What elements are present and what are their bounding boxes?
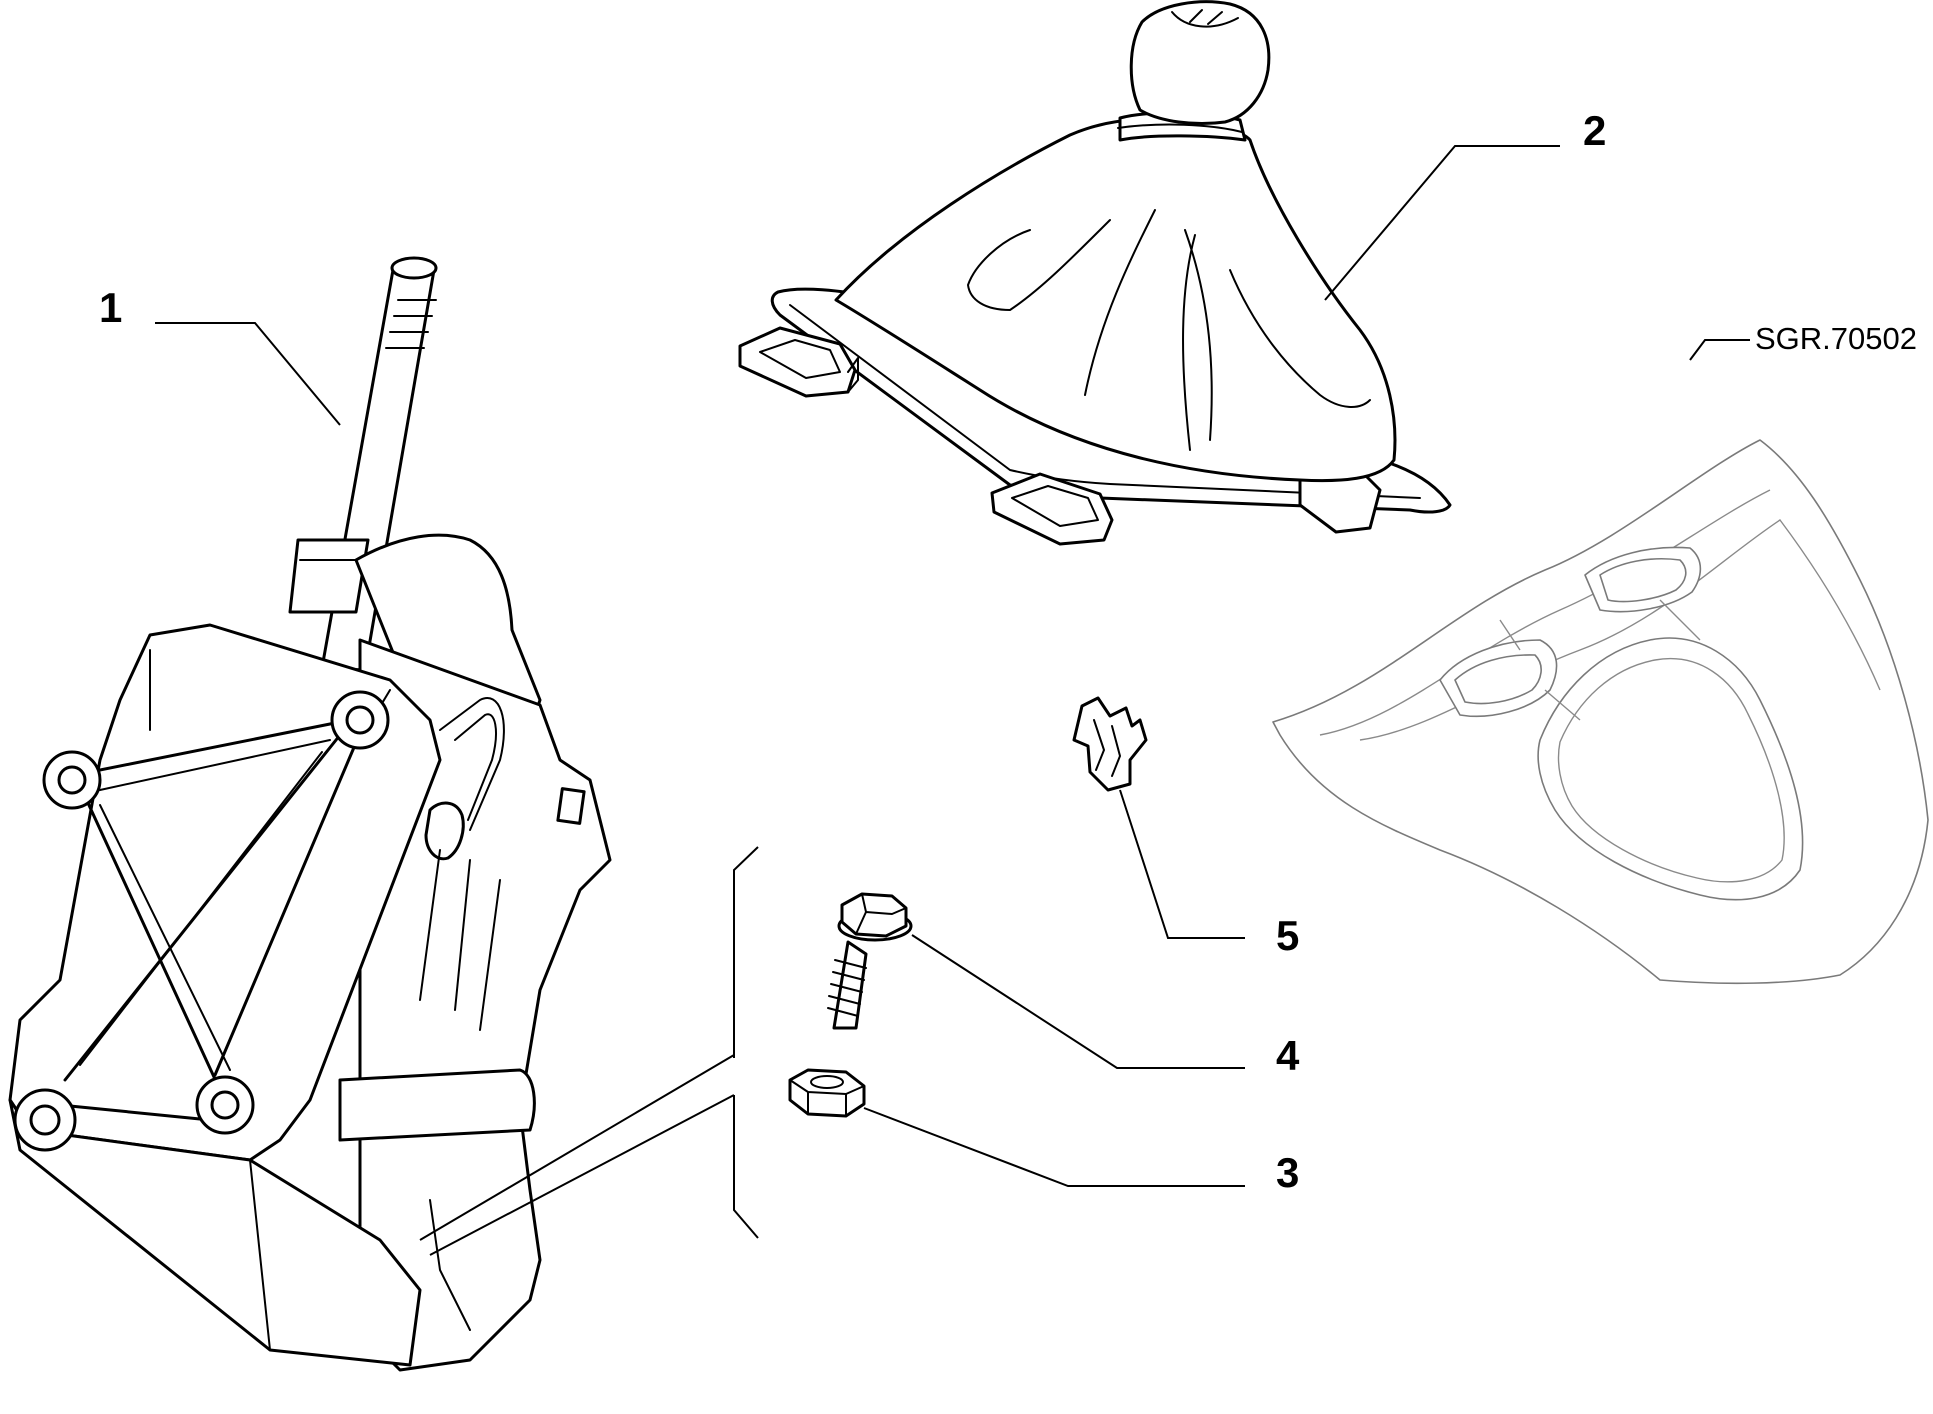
flange-bolt-icon bbox=[827, 892, 913, 1030]
leader-line-5 bbox=[1119, 789, 1245, 939]
leader-line-1 bbox=[155, 322, 341, 426]
leader-line-3 bbox=[863, 1107, 1245, 1187]
leader-line-4 bbox=[911, 934, 1245, 1069]
callout-5: 5 bbox=[1276, 912, 1300, 959]
gear-knob-gaiter-icon bbox=[738, 0, 1452, 546]
callout-3: 3 bbox=[1276, 1149, 1300, 1196]
spring-clip-icon bbox=[1072, 696, 1148, 792]
leader-line-ref bbox=[1689, 339, 1750, 361]
drawing-reference-code: SGR.70502 bbox=[1755, 321, 1917, 356]
fastener-group-bracket bbox=[733, 846, 759, 1058]
callout-1: 1 bbox=[99, 284, 123, 331]
callout-4: 4 bbox=[1276, 1032, 1300, 1079]
fastener-leader-b bbox=[429, 1094, 735, 1256]
callout-2: 2 bbox=[1583, 107, 1607, 154]
fastener-leader-a bbox=[419, 1054, 735, 1241]
fastener-group-bracket-lower bbox=[733, 1095, 759, 1239]
leader-line-2 bbox=[1324, 145, 1560, 301]
leader-lines bbox=[155, 145, 1750, 1256]
console-trim-icon bbox=[1272, 439, 1929, 985]
hex-nut-icon bbox=[788, 1068, 866, 1118]
gear-lever-support-icon bbox=[8, 256, 612, 1372]
